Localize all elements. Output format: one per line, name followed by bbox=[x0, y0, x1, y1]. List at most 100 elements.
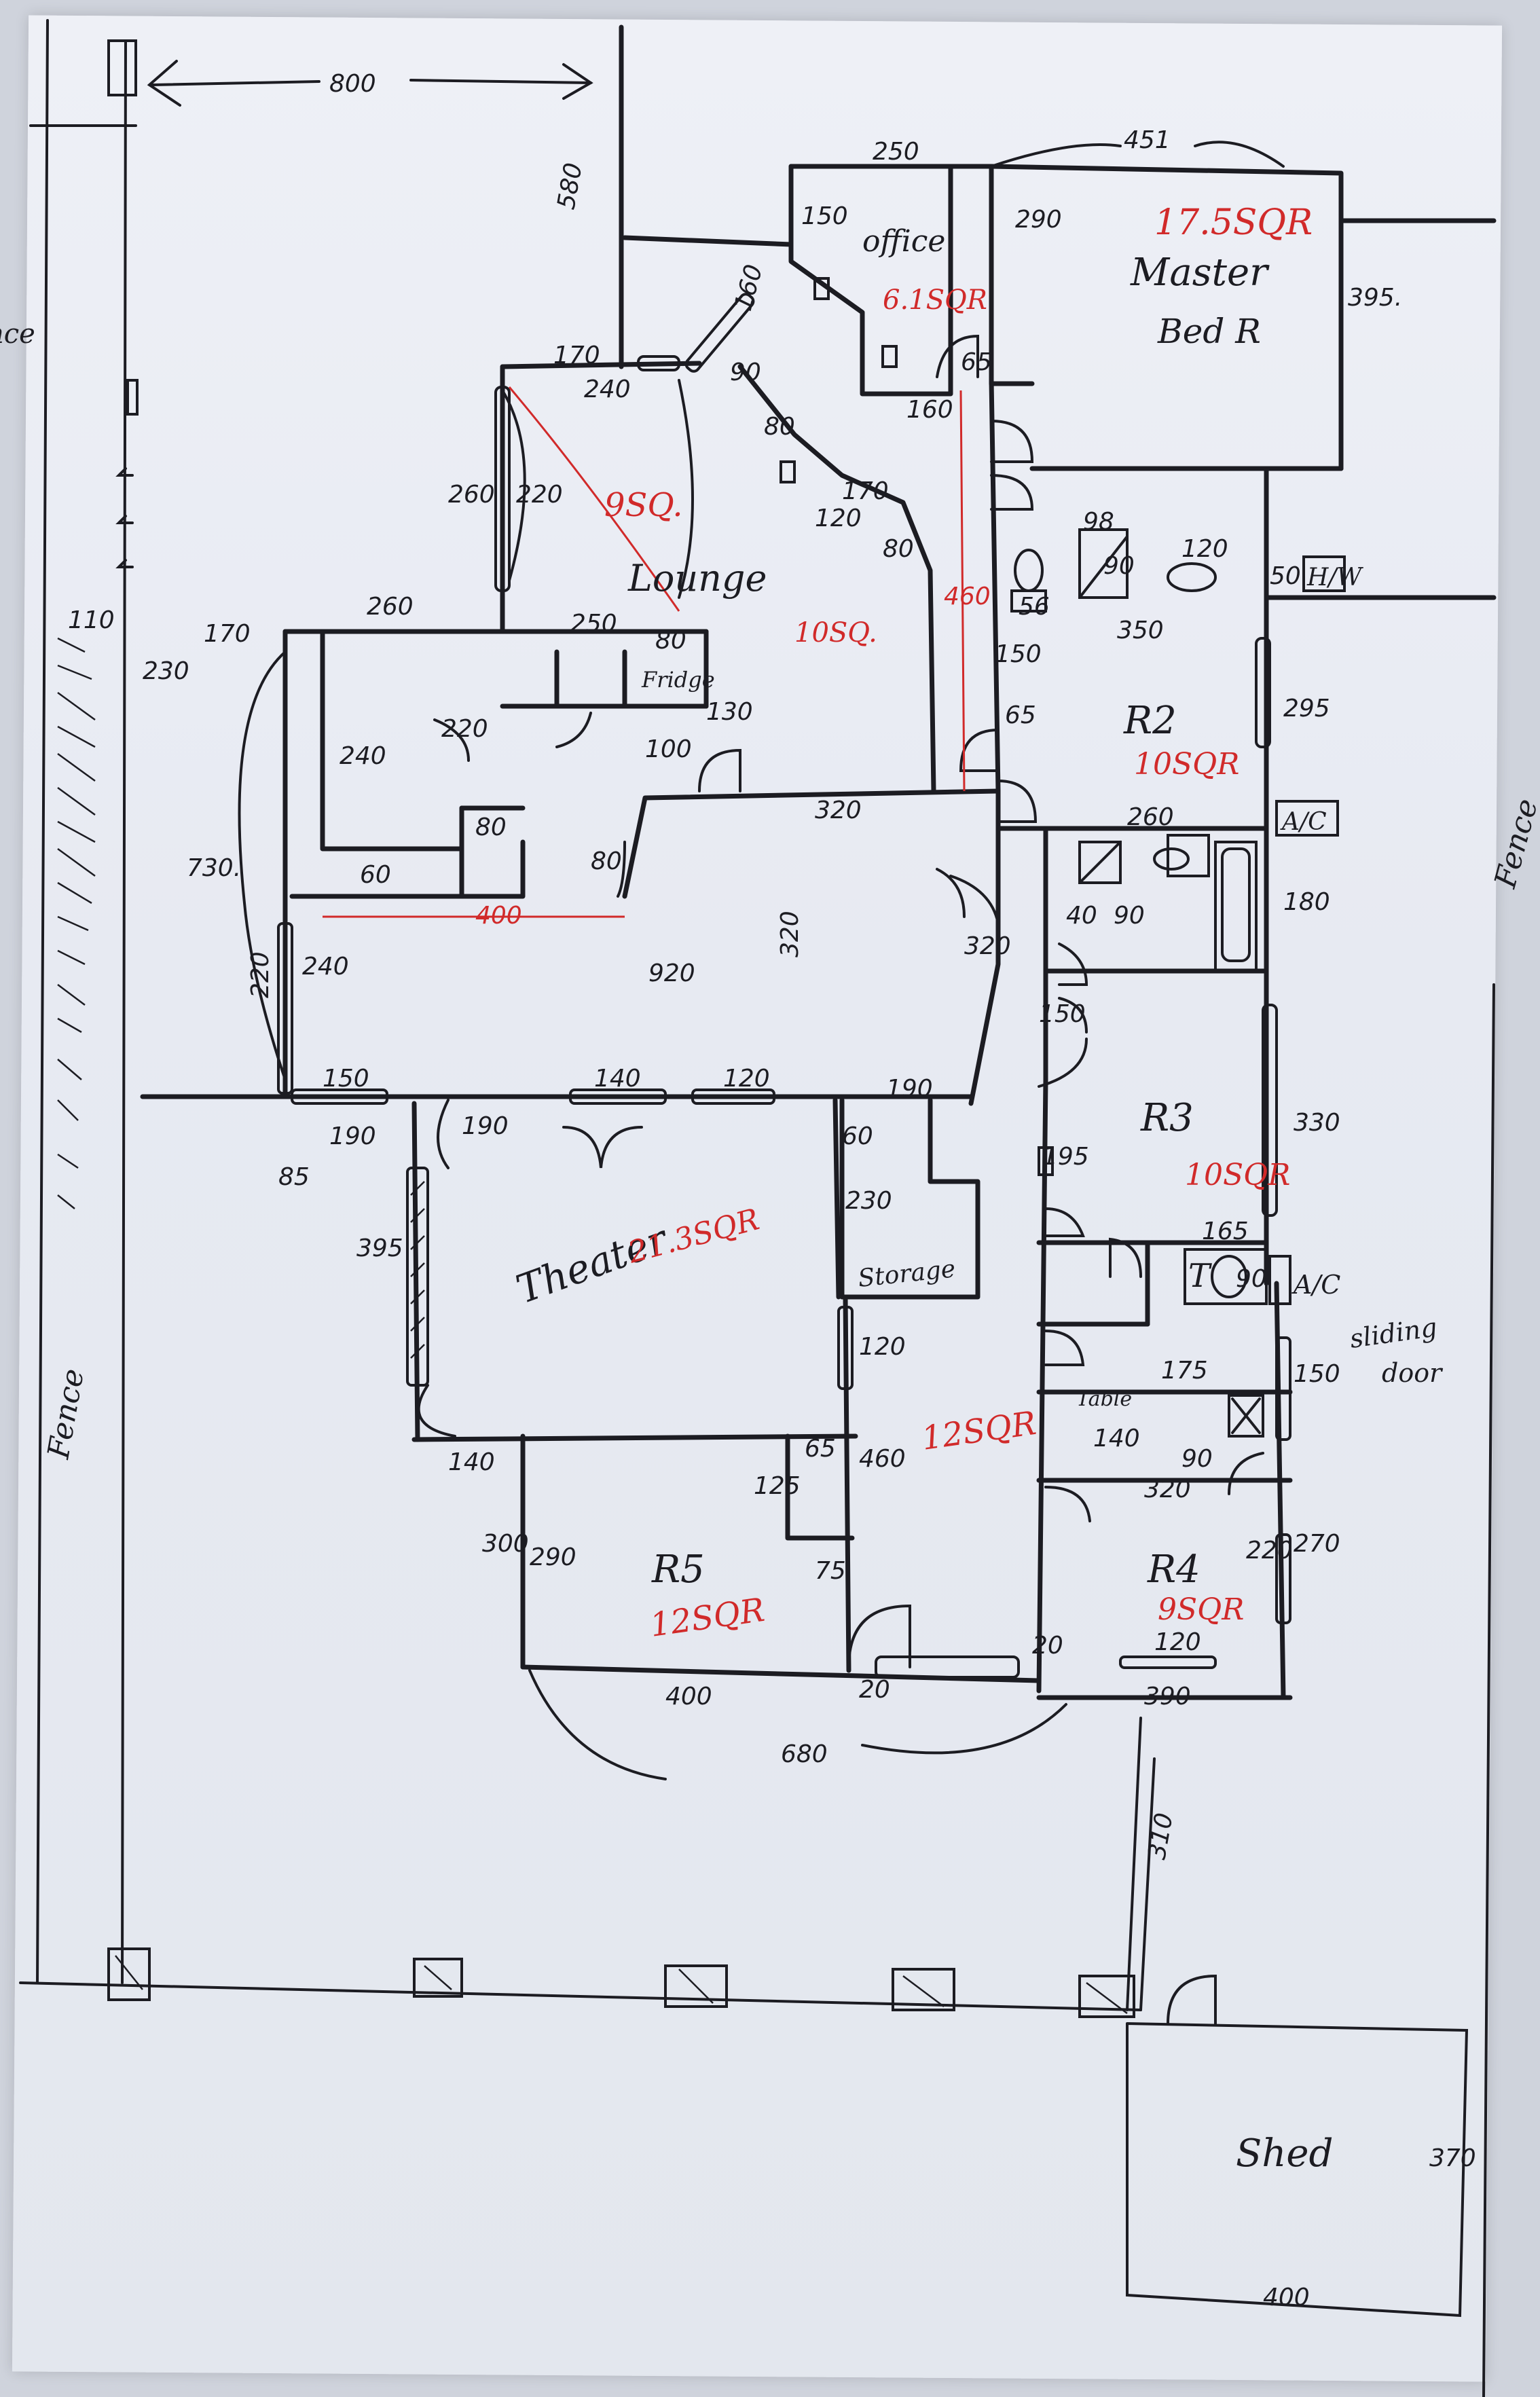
dim-240a: 240 bbox=[584, 376, 631, 403]
dim-120b: 120 bbox=[1181, 535, 1228, 563]
dim-170c: 170 bbox=[204, 620, 251, 648]
dim-90a: 90 bbox=[730, 359, 761, 386]
passage-area: 12SQR bbox=[919, 1404, 1039, 1458]
sliding-label: sliding bbox=[1348, 1312, 1439, 1354]
dim-240c: 240 bbox=[302, 953, 349, 981]
dim-100: 100 bbox=[645, 735, 692, 763]
dim-250b: 250 bbox=[570, 610, 617, 638]
dim-230: 230 bbox=[143, 657, 189, 685]
dim-370: 370 bbox=[1429, 2144, 1476, 2172]
dim-170a: 170 bbox=[553, 342, 600, 369]
fence-left-label: Fence bbox=[41, 1366, 91, 1462]
dim-90b: 90 bbox=[1103, 552, 1135, 580]
dim-730: 730. bbox=[187, 854, 241, 882]
dim-150e: 150 bbox=[1294, 1360, 1340, 1388]
r4-label: R4 bbox=[1147, 1548, 1200, 1592]
dim-20b: 20 bbox=[1032, 1632, 1063, 1660]
door-label: door bbox=[1382, 1358, 1444, 1388]
hot-water-label: H/W bbox=[1306, 564, 1364, 591]
dim-390: 390 bbox=[1144, 1683, 1191, 1710]
r3-label: R3 bbox=[1140, 1096, 1194, 1140]
dim-395a: 395. bbox=[1348, 284, 1402, 312]
dim-260b: 260 bbox=[367, 593, 414, 621]
r5-area: 12SQR bbox=[648, 1591, 767, 1645]
dim-451: 451 bbox=[1124, 126, 1171, 154]
r2-label: R2 bbox=[1123, 699, 1177, 743]
left-boundary bbox=[29, 19, 139, 1984]
dim-90c: 90 bbox=[1114, 902, 1145, 930]
toilet-label: T bbox=[1188, 1257, 1212, 1295]
dim-260c: 260 bbox=[1127, 803, 1174, 831]
master-area: 17.5SQR bbox=[1154, 202, 1313, 243]
dim-130: 130 bbox=[706, 698, 753, 726]
red-dimension-lines bbox=[323, 386, 966, 918]
office-area: 6.1SQR bbox=[883, 285, 987, 316]
dim-40a: 40 bbox=[1066, 902, 1097, 930]
r2-area: 10SQR bbox=[1134, 747, 1239, 782]
dim-85: 85 bbox=[278, 1163, 310, 1191]
storage-label: Storage bbox=[857, 1255, 957, 1293]
dim-320c: 320 bbox=[964, 932, 1011, 960]
dim-150d: 150 bbox=[323, 1065, 369, 1093]
dim-250a: 250 bbox=[873, 138, 919, 166]
dim-195: 195 bbox=[1042, 1143, 1089, 1171]
dim-220d: 220 bbox=[1246, 1537, 1293, 1565]
dim-140a: 140 bbox=[594, 1065, 641, 1093]
dimension-labels: 580 250 451 150 290 395. 160 170 240 90 … bbox=[68, 126, 1476, 2311]
shed-outline bbox=[1126, 2022, 1469, 2318]
dim-80c: 80 bbox=[655, 627, 686, 655]
dim-20a: 20 bbox=[859, 1676, 890, 1704]
dim-220b: 220 bbox=[441, 715, 488, 743]
master-label-2: Bed R bbox=[1157, 312, 1261, 351]
dim-320a: 320 bbox=[815, 797, 862, 824]
dim-290a: 290 bbox=[1015, 206, 1062, 234]
dim-680: 680 bbox=[781, 1740, 828, 1768]
table-label: Table bbox=[1076, 1387, 1132, 1411]
dim-120a: 120 bbox=[815, 505, 862, 532]
dim-98: 98 bbox=[1083, 508, 1114, 536]
lounge-area: 9SQ. bbox=[604, 486, 683, 524]
dim-150c: 150 bbox=[1039, 1000, 1086, 1028]
dim-220c: 220 bbox=[246, 951, 274, 998]
dim-165: 165 bbox=[1202, 1218, 1249, 1245]
dim-240b: 240 bbox=[340, 742, 386, 770]
dim-65b: 65 bbox=[1005, 701, 1036, 729]
dim-120d: 120 bbox=[859, 1333, 906, 1361]
dim-400c: 400 bbox=[1263, 2284, 1310, 2311]
theater-area: 21.3SQR bbox=[624, 1202, 763, 1270]
dim-125: 125 bbox=[754, 1472, 801, 1500]
dim-320d: 320 bbox=[1144, 1476, 1191, 1503]
dim-920: 920 bbox=[648, 959, 695, 987]
dim-400b: 400 bbox=[665, 1683, 712, 1710]
dim-395b: 395 bbox=[356, 1234, 403, 1262]
r5-label: R5 bbox=[651, 1548, 705, 1592]
dim-270: 270 bbox=[1294, 1530, 1340, 1558]
dim-60b: 60 bbox=[842, 1122, 873, 1150]
dim-65c: 65 bbox=[805, 1435, 836, 1463]
dim-580: 580 bbox=[552, 161, 587, 212]
dim-230b: 230 bbox=[845, 1187, 892, 1215]
dim-140b: 140 bbox=[1093, 1425, 1140, 1452]
dim-80d: 80 bbox=[475, 813, 507, 841]
dim-110: 110 bbox=[68, 606, 115, 634]
fence-top-left-label: nce bbox=[0, 318, 35, 350]
dim-90d: 90 bbox=[1236, 1265, 1267, 1293]
dim-190c: 190 bbox=[886, 1075, 933, 1103]
dim-260a: 260 bbox=[448, 481, 495, 509]
office-label: office bbox=[862, 224, 945, 259]
dim-190b: 190 bbox=[462, 1112, 509, 1140]
dim-60: 60 bbox=[360, 861, 391, 889]
dim-160b: 160 bbox=[906, 396, 953, 424]
dim-460b: 460 bbox=[859, 1445, 906, 1473]
windows bbox=[277, 293, 1291, 1679]
dim-150b: 150 bbox=[995, 640, 1042, 668]
dim-400a: 400 bbox=[475, 902, 522, 930]
fence-posts bbox=[107, 1947, 1135, 2018]
left-hatch bbox=[57, 637, 96, 1209]
dim-120e: 120 bbox=[1154, 1628, 1201, 1656]
dim-170b: 170 bbox=[842, 477, 889, 505]
fixture-shapes bbox=[780, 277, 1346, 1438]
dim-120c: 120 bbox=[723, 1065, 770, 1093]
dim-290b: 290 bbox=[530, 1543, 576, 1571]
